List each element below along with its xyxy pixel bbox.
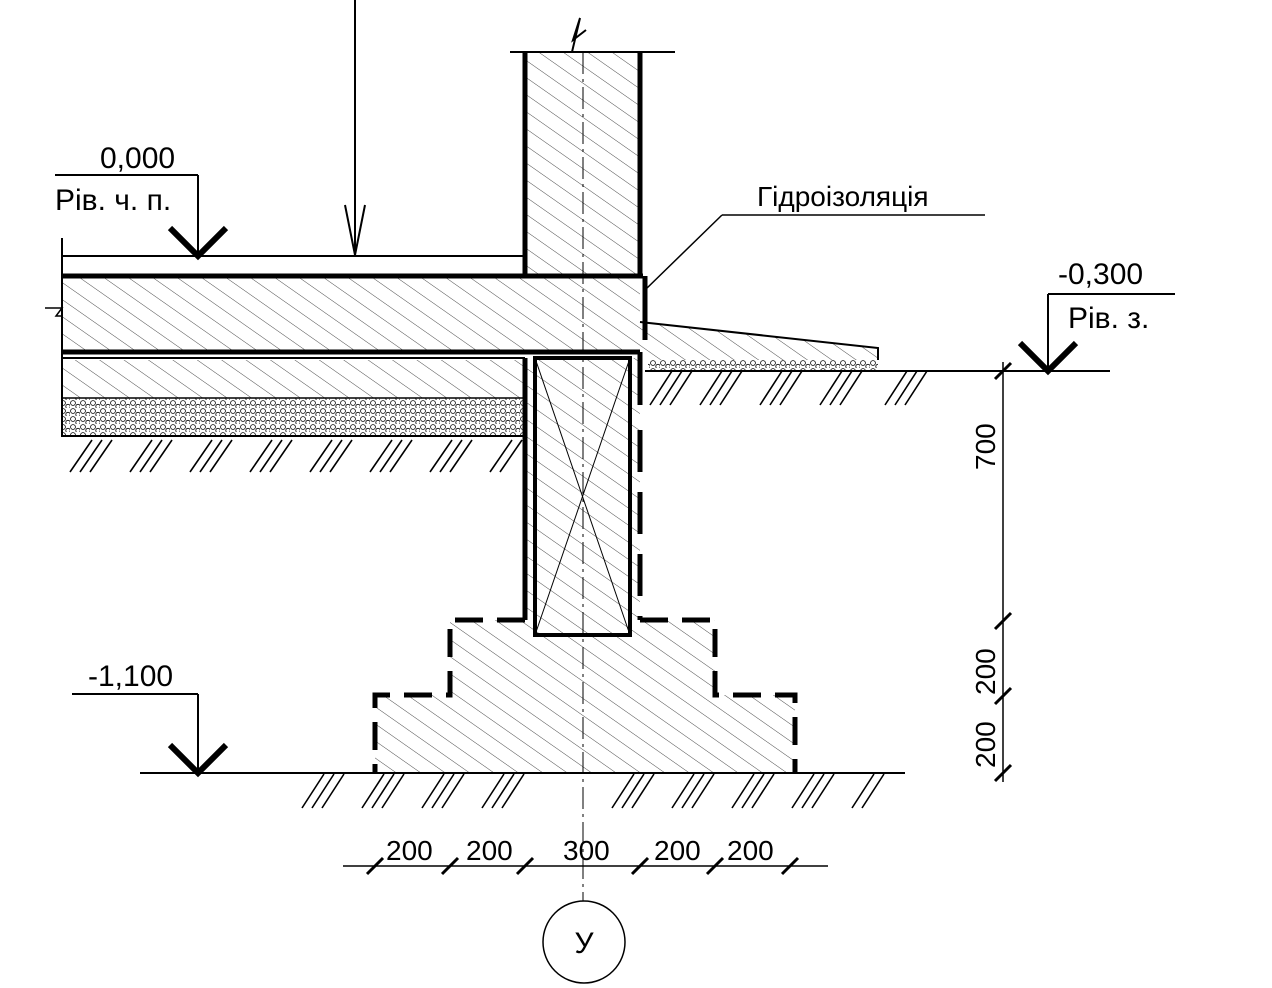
hdim-3: 300 <box>563 835 610 866</box>
vdim-700: 700 <box>970 423 1001 470</box>
level-mark-floor: 0,000 Рів. ч. п. <box>55 142 229 261</box>
hdim-1: 200 <box>386 835 433 866</box>
level-ground-value: -0,300 <box>1058 258 1143 291</box>
level-mark-footing-base: -1,100 <box>72 660 229 778</box>
level-floor-caption: Рів. ч. п. <box>55 184 171 217</box>
hdim-2: 200 <box>466 835 513 866</box>
axis-label: У <box>574 927 594 960</box>
vertical-dimension-chain: 700 200 200 <box>970 361 1013 783</box>
hdim-5: 200 <box>727 835 774 866</box>
ground-exterior <box>645 370 1110 406</box>
level-floor-value: 0,000 <box>100 142 175 175</box>
stepped-footing <box>372 617 798 773</box>
hdim-4: 200 <box>654 835 701 866</box>
vdim-200-lower: 200 <box>970 721 1001 768</box>
vdim-200-upper: 200 <box>970 648 1001 695</box>
waterproofing-callout: Гідроізоляція <box>644 181 985 291</box>
level-footing-value: -1,100 <box>88 660 173 693</box>
horizontal-dimension-chain: 200 200 300 200 200 <box>343 835 828 876</box>
level-ground-caption: Рів. з. <box>1068 302 1149 335</box>
waterproofing-label: Гідроізоляція <box>757 181 929 212</box>
wall-upper <box>510 17 675 275</box>
axis-bubble: У <box>542 900 626 984</box>
load-arrow <box>344 0 366 256</box>
blind-area <box>639 321 879 370</box>
floor-layers <box>45 238 643 437</box>
ground-footing-base <box>140 772 905 809</box>
ground-interior <box>69 439 523 473</box>
level-mark-ground: -0,300 Рів. з. <box>1017 258 1175 376</box>
